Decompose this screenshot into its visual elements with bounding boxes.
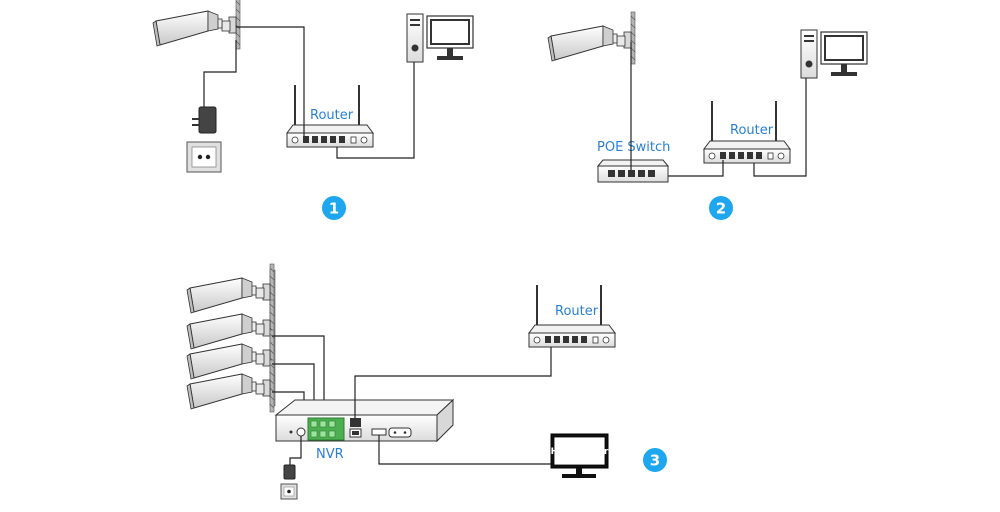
nvr-power-cable (289, 436, 302, 465)
wall-socket-icon (186, 141, 222, 173)
svg-text:1: 1 (329, 200, 339, 218)
switch-router-cable (668, 160, 724, 177)
nvr-label: NVR (316, 447, 344, 462)
hd-monitor-label: HD Monitor (551, 447, 609, 457)
scenario-1: Router 1 (152, 0, 474, 220)
scenario-2: POE Switch Router 2 (547, 11, 868, 220)
wall-socket-icon (280, 483, 298, 500)
bullet-camera-icon (547, 11, 636, 65)
camera-nvr-cable (272, 335, 325, 420)
step-2-badge: 2 (709, 196, 733, 220)
step-1-badge: 1 (322, 196, 346, 220)
router-label: Router (730, 123, 774, 138)
monitor-icon (550, 433, 609, 478)
svg-text:3: 3 (650, 452, 660, 470)
svg-text:2: 2 (716, 200, 726, 218)
scenario-3: NVR Router HD Monitor 3 (186, 263, 667, 500)
poe-switch-icon (596, 159, 670, 183)
router-label: Router (310, 108, 354, 123)
camera-router-cable (236, 26, 305, 136)
nvr-router-cable (354, 347, 552, 418)
router-label: Router (555, 304, 599, 319)
desktop-computer-icon (406, 13, 474, 63)
router-pc-cable (336, 62, 415, 159)
desktop-computer-icon (800, 29, 868, 79)
power-adapter-icon (283, 464, 296, 480)
poe-switch-label: POE Switch (597, 140, 670, 155)
nvr-recorder-icon (274, 398, 455, 443)
power-adapter-icon (192, 106, 217, 134)
step-3-badge: 3 (643, 448, 667, 472)
router-pc-cable (753, 78, 807, 177)
nvr-monitor-cable (378, 435, 551, 465)
camera-power-cable (203, 40, 237, 107)
bullet-camera-icon (152, 0, 241, 50)
bullet-camera-icon (186, 263, 275, 317)
